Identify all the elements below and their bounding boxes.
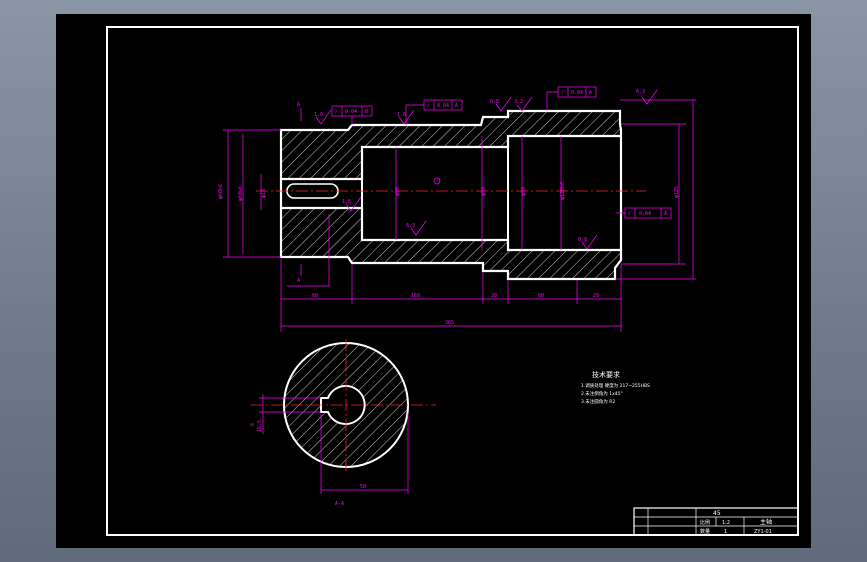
keyway-depth: 6	[250, 423, 256, 426]
roughness-symbols	[315, 89, 658, 250]
title-block	[633, 507, 799, 536]
diameter-7: φ125	[674, 186, 680, 198]
gdt-2-symbol: /	[561, 90, 564, 96]
length-1: 169	[411, 293, 420, 299]
drawing-canvas: A A A-A / 0.04 B / 0.04 A / 0.04 A / 0.0…	[106, 26, 799, 536]
gdt-3-value: 0.04	[639, 211, 651, 217]
diameter-1: φ60k6	[238, 186, 244, 201]
diameter-6: φ120k6	[560, 182, 566, 200]
keyway-width: 16.5	[257, 420, 263, 432]
gdt-frames	[331, 86, 672, 219]
gdt-0-datum: B	[365, 109, 368, 115]
roughness-5: 6.3	[636, 89, 645, 95]
length-3: 80	[538, 293, 544, 299]
roughness-6: 6.3	[406, 223, 415, 229]
tech-requirement-line-2: 3.未注圆角为 R2	[581, 398, 615, 405]
title-drawing-no: ZY1-01	[754, 529, 772, 535]
diameter-3: φ90	[395, 187, 401, 196]
section-view-label: A-A	[335, 501, 344, 507]
title-material: 45	[713, 510, 721, 517]
gdt-1-value: 0.04	[437, 103, 449, 109]
title-scale-label: 比例	[700, 519, 710, 526]
title-sheet-count: 1	[724, 529, 727, 535]
section-width: 50	[360, 484, 366, 490]
diameter-0: φ60k6	[218, 184, 224, 199]
tech-requirement-line-0: 1.调质处理 硬度为 217~255HBS	[581, 382, 650, 389]
tech-requirements-title: 技术要求	[592, 370, 620, 379]
section-label-top: A	[297, 102, 300, 108]
roughness-4: 1.6	[342, 199, 351, 205]
roughness-7: 0.8	[578, 237, 587, 243]
title-qty-label: 数量	[700, 528, 710, 535]
dimension-lines	[223, 99, 696, 332]
cross-section-view	[251, 339, 436, 494]
section-label-bottom: A	[297, 278, 300, 284]
diameter-4: φ90	[481, 187, 487, 196]
gdt-3-symbol: /	[628, 211, 631, 217]
title-part-name: 主轴	[760, 518, 772, 526]
title-scale: 1:2	[722, 520, 730, 526]
overall-length: 365	[445, 320, 454, 326]
roughness-1: 1.6	[397, 112, 406, 118]
diameter-2: φ18	[261, 189, 267, 198]
gdt-0-symbol: /	[335, 109, 338, 115]
roughness-3: 3.2	[514, 99, 523, 105]
roughness-0: 1.6	[314, 112, 323, 118]
outer-frame	[106, 26, 799, 536]
length-2: 20	[491, 293, 497, 299]
length-0: 60	[312, 293, 318, 299]
length-4: 29	[593, 293, 599, 299]
gdt-1-datum: A	[455, 103, 458, 109]
gdt-0-value: 0.04	[345, 109, 357, 115]
gdt-1-symbol: /	[427, 103, 430, 109]
shaft-section-view	[256, 109, 646, 281]
cad-viewport[interactable]: A A A-A / 0.04 B / 0.04 A / 0.04 A / 0.0…	[56, 14, 811, 548]
gdt-2-value: 0.04	[571, 90, 583, 96]
diameter-5: φ90	[521, 187, 527, 196]
gdt-2-datum: A	[589, 90, 592, 96]
roughness-2: 0.8	[490, 99, 499, 105]
gdt-3-datum: A	[664, 211, 667, 217]
tech-requirement-line-1: 2.未注倒角为 1x45°	[581, 390, 623, 397]
